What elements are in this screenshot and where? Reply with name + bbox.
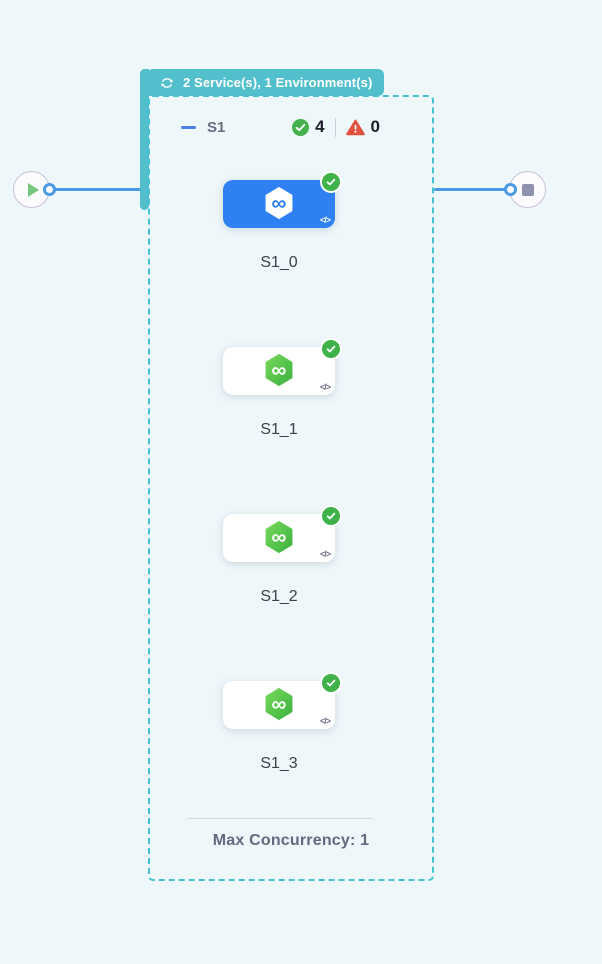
step-node: ∞ </> S1_3 [223, 672, 342, 773]
success-count: 4 [315, 117, 325, 136]
stage-highlight-bar [140, 69, 149, 210]
step-label: S1_2 [260, 588, 298, 605]
footer-divider [187, 818, 373, 819]
infinity-icon: ∞ [271, 191, 287, 215]
warning-count: 0 [370, 117, 380, 136]
service-hexagon-icon: ∞ [263, 353, 295, 389]
stage-header-row: S1 4 0 [148, 111, 434, 143]
service-hexagon-icon: ∞ [263, 186, 295, 222]
step-card-selected[interactable]: ∞ </> [223, 171, 342, 228]
step-node: ∞ </> S1_1 [223, 338, 342, 439]
stage-group-box [148, 95, 434, 881]
services-environments-label: 2 Service(s), 1 Environment(s) [183, 75, 373, 90]
infinity-icon: ∞ [271, 525, 287, 549]
service-hexagon-icon: ∞ [263, 687, 295, 723]
stop-icon [521, 183, 534, 196]
step-label: S1_1 [260, 421, 298, 438]
count-divider [334, 117, 336, 137]
edge-start-to-stage [48, 188, 148, 191]
connector-port-right [504, 183, 517, 196]
connector-port-left [43, 183, 56, 196]
step-label: S1_3 [260, 755, 298, 772]
step-node: ∞ </> S1_0 [223, 171, 342, 272]
collapse-minus-icon[interactable] [181, 125, 196, 129]
success-badge-icon [320, 672, 342, 694]
infinity-icon: ∞ [271, 358, 287, 382]
infinity-icon: ∞ [271, 692, 287, 716]
step-card[interactable]: ∞ </> [223, 338, 342, 395]
code-icon[interactable]: </> [319, 549, 331, 559]
services-environments-badge[interactable]: 2 Service(s), 1 Environment(s) [147, 69, 385, 96]
edge-stage-to-end [434, 188, 510, 191]
cycle-icon [161, 77, 173, 88]
code-icon[interactable]: </> [319, 716, 331, 726]
step-label: S1_0 [260, 254, 298, 271]
stage-name[interactable]: S1 [207, 118, 226, 136]
check-circle-icon [292, 118, 310, 136]
success-badge-icon [320, 171, 342, 193]
code-icon[interactable]: </> [319, 215, 331, 225]
step-card[interactable]: ∞ </> [223, 505, 342, 562]
max-concurrency-label: Max Concurrency: 1 [212, 832, 370, 849]
play-icon [27, 182, 39, 197]
service-hexagon-icon: ∞ [263, 520, 295, 556]
warning-triangle-icon [345, 119, 365, 135]
step-node: ∞ </> S1_2 [223, 505, 342, 606]
success-badge-icon [320, 338, 342, 360]
step-card[interactable]: ∞ </> [223, 672, 342, 729]
code-icon[interactable]: </> [319, 382, 331, 392]
success-badge-icon [320, 505, 342, 527]
